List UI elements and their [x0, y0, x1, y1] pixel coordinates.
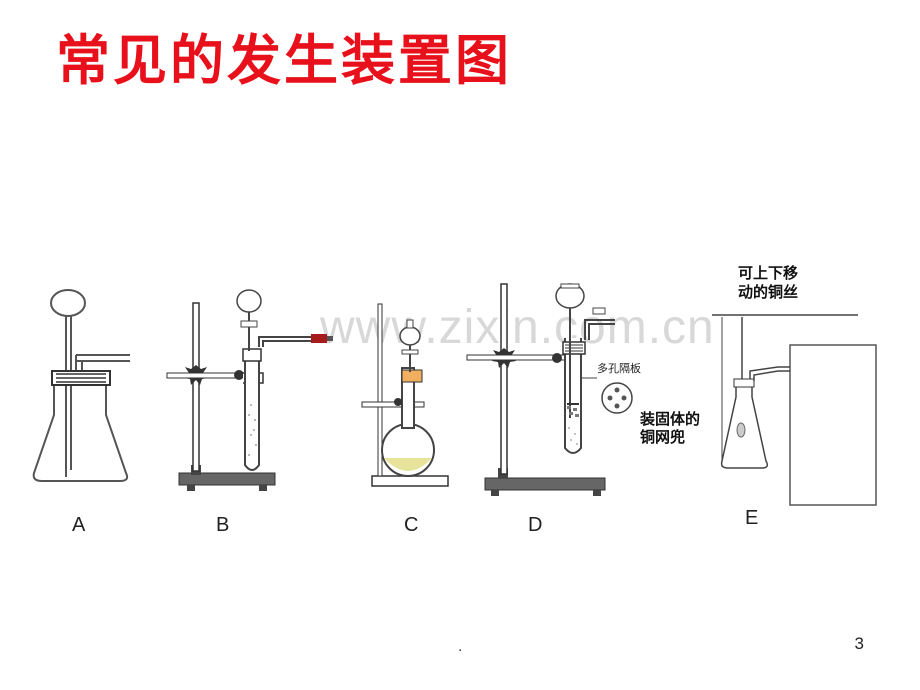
- label-a: A: [72, 514, 86, 536]
- apparatus-e-diagram: [712, 314, 877, 506]
- apparatus-a-diagram: [32, 289, 130, 482]
- page-number: 3: [854, 634, 864, 653]
- footer-dot: .: [458, 638, 463, 655]
- apparatus-d-diagram: [466, 283, 633, 496]
- apparatus-b-diagram: [166, 289, 333, 491]
- note-copper-mesh-line2: 铜网兜: [640, 428, 686, 446]
- label-e: E: [745, 507, 759, 529]
- note-copper-wire-line2: 动的铜丝: [738, 283, 799, 301]
- note-copper-wire-line1: 可上下移: [738, 264, 799, 282]
- label-b: B: [216, 514, 230, 536]
- note-copper-mesh-line1: 装固体的: [640, 410, 701, 428]
- label-d: D: [528, 514, 543, 536]
- note-perforated-plate: 多孔隔板: [597, 362, 641, 375]
- apparatus-c-diagram: [361, 303, 449, 487]
- watermark-text: www.zixin.com.cn: [320, 301, 715, 354]
- slide-title: 常见的发生装置图: [56, 29, 512, 92]
- label-c: C: [404, 514, 419, 536]
